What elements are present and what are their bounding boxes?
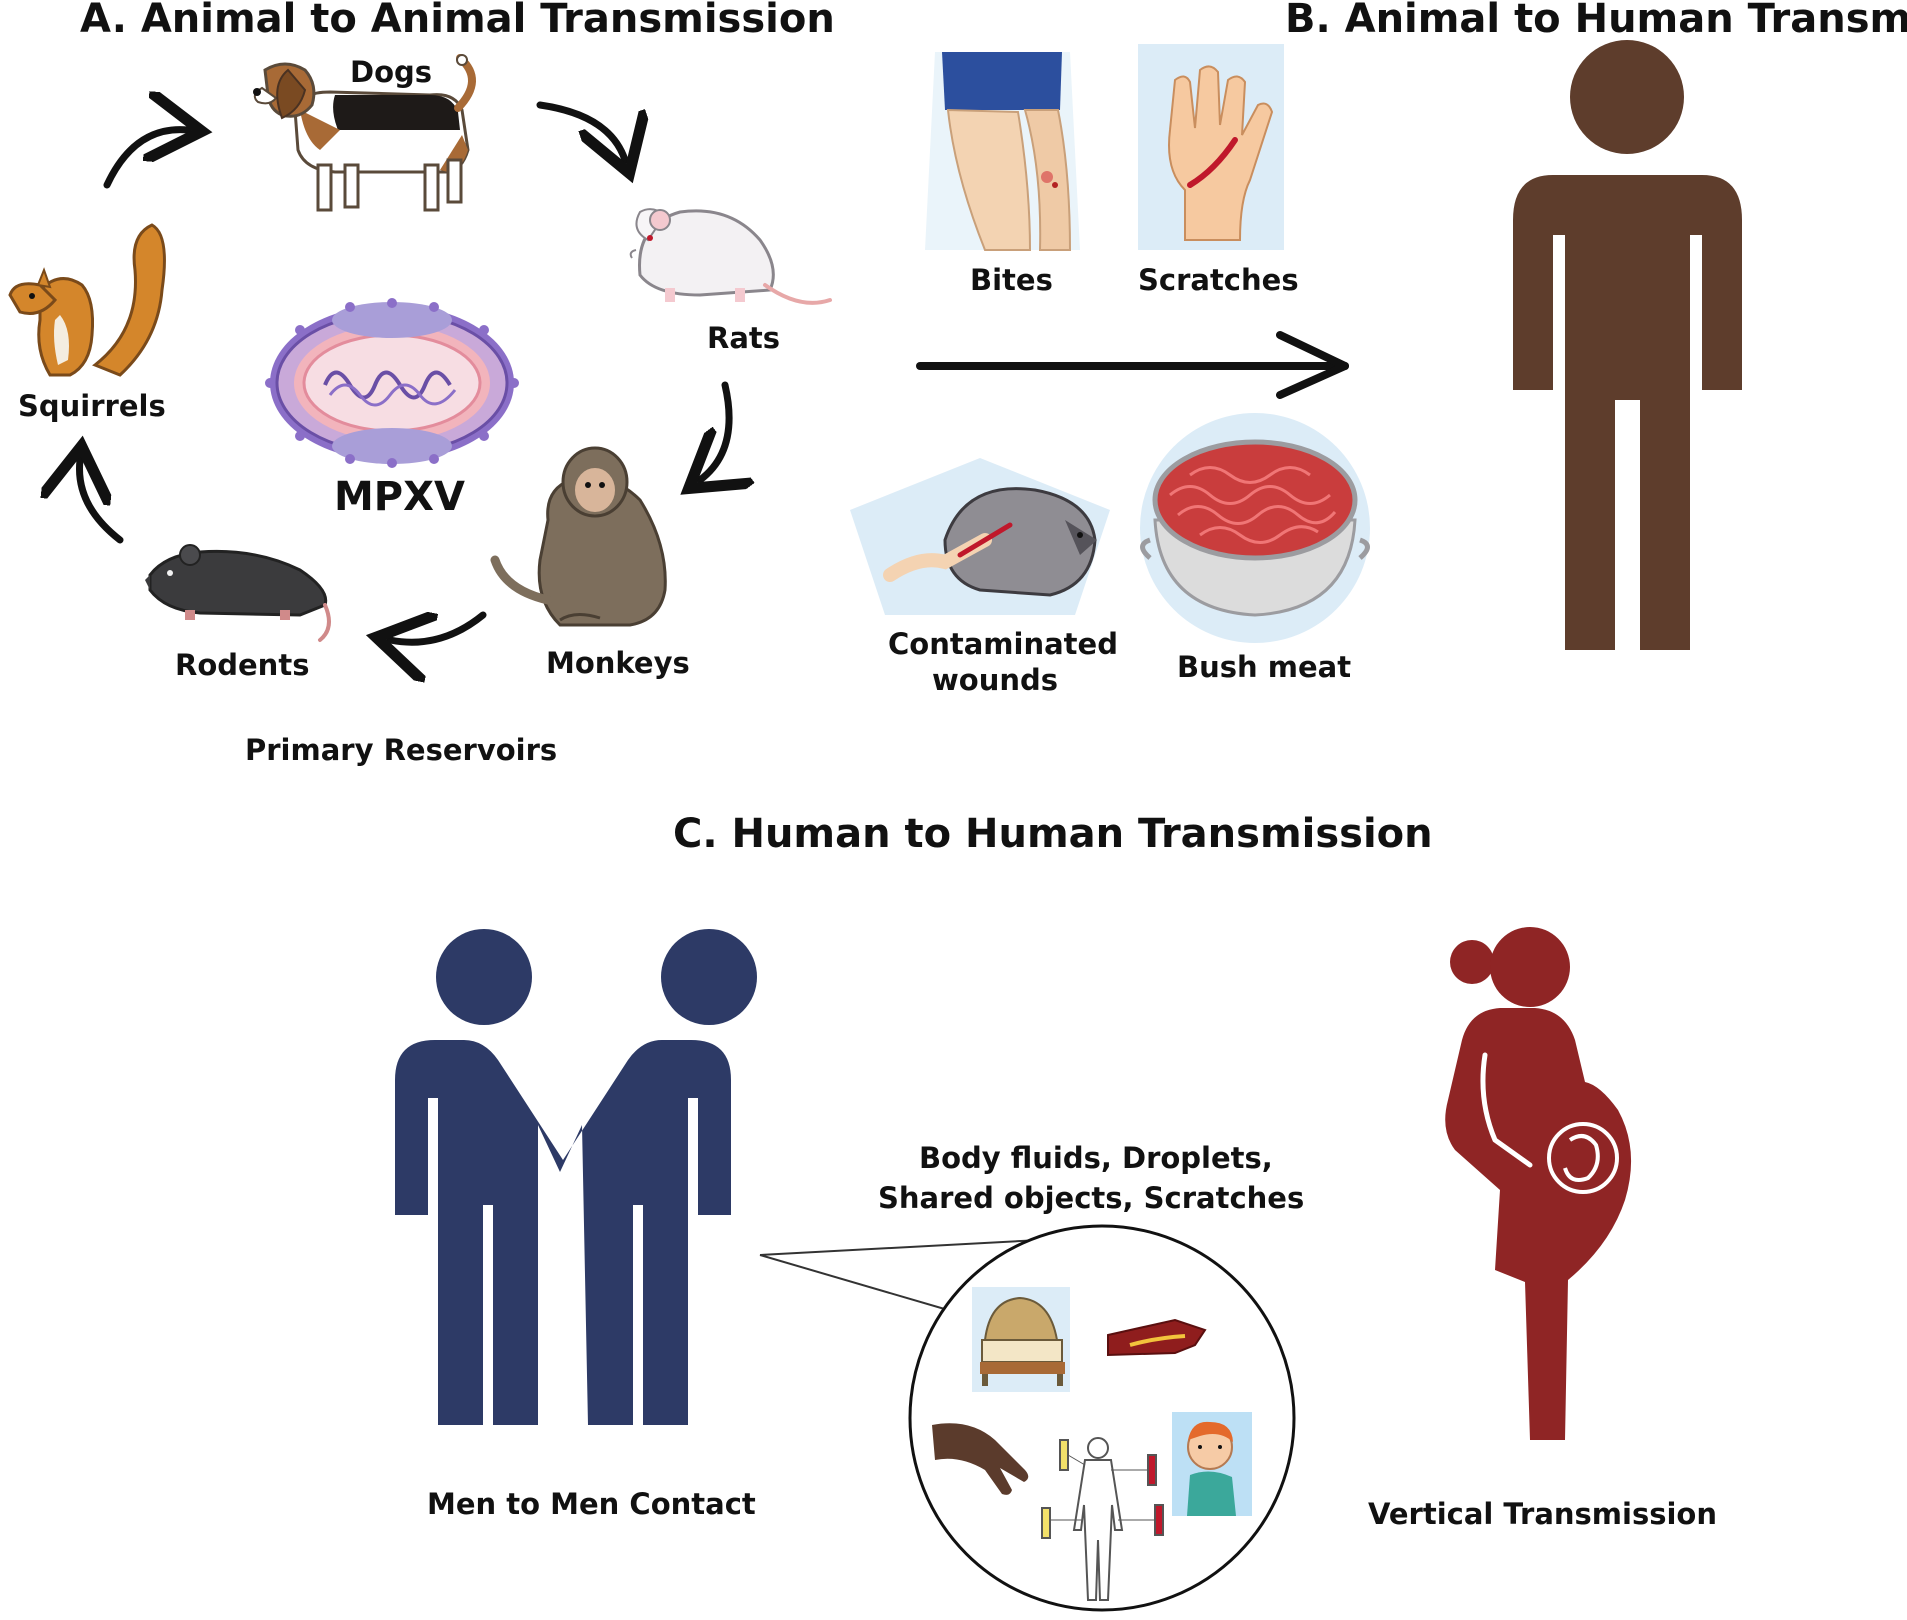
bites-label: Bites	[970, 263, 1053, 297]
virus-label: MPXV	[334, 474, 465, 520]
monkeys-label: Monkeys	[546, 646, 690, 680]
blood-vessel-icon	[1107, 1318, 1207, 1357]
hand-icon	[932, 1423, 1029, 1495]
dogs-label: Dogs	[350, 55, 432, 89]
wounds-label-line1: Contaminated	[888, 627, 1118, 661]
squirrel-icon	[8, 223, 166, 377]
rat-icon	[629, 208, 832, 305]
scratches-icon	[1138, 44, 1284, 250]
arrow-squirrels-to-dogs	[103, 130, 188, 189]
sneezing-child-icon	[1172, 1412, 1252, 1516]
arrow-monkeys-to-rodents	[390, 615, 487, 642]
scratches-label: Scratches	[1138, 263, 1299, 297]
monkey-icon	[490, 446, 667, 627]
vertical-transmission-label: Vertical Transmission	[1368, 1497, 1717, 1531]
body-diagram-icon	[1041, 1437, 1164, 1601]
fluids-label-line1: Body fluids, Droplets,	[919, 1141, 1273, 1175]
rats-label: Rats	[707, 321, 780, 355]
fluids-label-line2: Shared objects, Scratches	[878, 1181, 1304, 1215]
contaminated-wounds-icon	[850, 458, 1110, 615]
human-figure-icon	[1513, 40, 1742, 650]
wounds-label-line2: wounds	[932, 663, 1058, 697]
bush-meat-label: Bush meat	[1177, 650, 1351, 684]
bush-meat-icon	[1140, 413, 1370, 643]
callout-lines	[759, 1239, 1041, 1311]
arrow-dogs-to-rats	[536, 101, 625, 160]
virus-icon	[265, 298, 519, 468]
arrow-rats-to-monkeys	[700, 381, 729, 480]
bed-icon	[972, 1287, 1070, 1392]
arrow-rodents-to-squirrels	[80, 460, 124, 544]
fluids-callout-circle	[908, 1224, 1296, 1612]
men-holding-hands-icon	[395, 929, 757, 1425]
reservoir-caption: Primary Reservoirs	[245, 733, 557, 767]
section-b-title: B. Animal to Human Transmission	[1285, 0, 1907, 42]
cycle-arrows	[80, 105, 730, 642]
transmission-arrow	[916, 331, 1349, 399]
dog-icon	[253, 54, 476, 212]
squirrels-label: Squirrels	[18, 389, 166, 423]
bites-icon	[925, 52, 1080, 251]
pregnant-woman-icon	[1445, 927, 1632, 1440]
men-contact-label: Men to Men Contact	[427, 1487, 756, 1521]
section-a-title: A. Animal to Animal Transmission	[80, 0, 835, 42]
rodent-icon	[145, 544, 331, 642]
section-c-title: C. Human to Human Transmission	[673, 811, 1433, 857]
rodents-label: Rodents	[175, 648, 309, 682]
